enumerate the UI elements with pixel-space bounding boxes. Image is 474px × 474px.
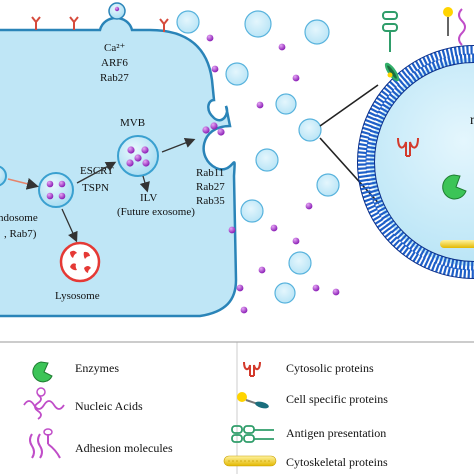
endosome-markers: , Rab7) [4,228,37,240]
arrow-mvb-to-membrane [161,137,196,153]
release-factor-rab27: Rab27 [100,72,129,84]
incoming-vesicle [0,165,7,187]
nucleic-acid-icon [23,387,65,420]
arrow-endosome-to-lysosome [61,208,78,243]
cell-membrane [0,16,238,318]
free-particles [206,34,340,314]
arrow-mvb-to-ilv [139,175,150,193]
legend-item-cytoskeletal-proteins: Cytoskeletal proteins [223,455,388,469]
enzyme-icon [442,174,467,200]
zoom-line-top [319,84,379,127]
cytosolic-protein-icon [397,137,419,157]
cytoskeletal-protein-icon [440,240,474,248]
endosome-particles [46,180,66,200]
escrt-label: ESCRT [80,165,114,177]
legend: Enzymes Nucleic Acids Adhesion molecules [23,361,388,469]
arrow-in-to-endosome [7,177,39,190]
surface-receptor [31,16,41,30]
rab11-label: Rab11 [196,167,224,179]
cell-specific-protein-marker [387,72,393,78]
future-exosome-label: (Future exosome) [117,206,195,218]
adhesion-molecule-icon [29,428,61,459]
arrow-endosome-to-mvb [76,161,117,184]
legend-label-enzymes: Enzymes [75,361,119,375]
lysosome-label: Lysosome [55,290,100,302]
cell-specific-protein-icon [237,392,269,409]
enzyme-icon [32,361,53,383]
ilv-particles [126,146,150,167]
donor-cell: Ca²⁺ ARF6 Rab27 MVB ESCRT TSPN ILV (Futu… [0,2,238,318]
legend-item-nucleic-acids: Nucleic Acids [23,387,143,420]
legend-item-enzymes: Enzymes [32,361,119,383]
legend-label-adhesion-molecules: Adhesion molecules [75,441,173,455]
cytoskeletal-protein-icon [223,455,277,467]
membrane-protein-icon [384,62,400,82]
endosome-label: ndosome [0,212,38,224]
legend-label-nucleic-acids: Nucleic Acids [75,399,143,413]
extracellular-space [176,10,340,314]
legend-label-antigen-presentation: Antigen presentation [286,426,386,440]
adhesion-molecule-icon [458,8,466,46]
budding-vesicle-core [114,6,120,12]
legend-item-adhesion-molecules: Adhesion molecules [29,428,173,459]
legend-label-cytoskeletal-proteins: Cytoskeletal proteins [286,455,388,469]
endosome [38,172,74,208]
rab35-label: Rab35 [196,195,225,207]
cargo-fragment: r [470,113,474,128]
legend-label-cytosolic-proteins: Cytosolic proteins [286,361,374,375]
release-factor-arf6: ARF6 [101,57,128,69]
surface-receptor [69,16,79,30]
cytosolic-protein-icon [243,361,261,377]
release-factor-calcium: Ca²⁺ [104,42,126,54]
antigen-presentation-icon [382,11,398,52]
cell-specific-protein-icon [443,7,453,36]
lysosome [59,241,101,283]
ilv-label: ILV [140,192,157,204]
mvb-label: MVB [120,117,145,129]
legend-label-cell-specific-proteins: Cell specific proteins [286,392,388,406]
exosome-lumen [370,58,474,266]
surface-receptor [159,18,169,32]
tspn-label: TSPN [82,182,109,194]
legend-item-cytosolic-proteins: Cytosolic proteins [243,361,374,377]
rab27-label: Rab27 [196,181,225,193]
exosome-detail: r [357,7,474,279]
legend-item-antigen-presentation: Antigen presentation [231,425,386,443]
lysosome-fragments [70,250,91,273]
legend-item-cell-specific-proteins: Cell specific proteins [237,392,388,409]
released-exosomes [176,10,340,304]
antigen-presentation-icon [231,425,274,443]
